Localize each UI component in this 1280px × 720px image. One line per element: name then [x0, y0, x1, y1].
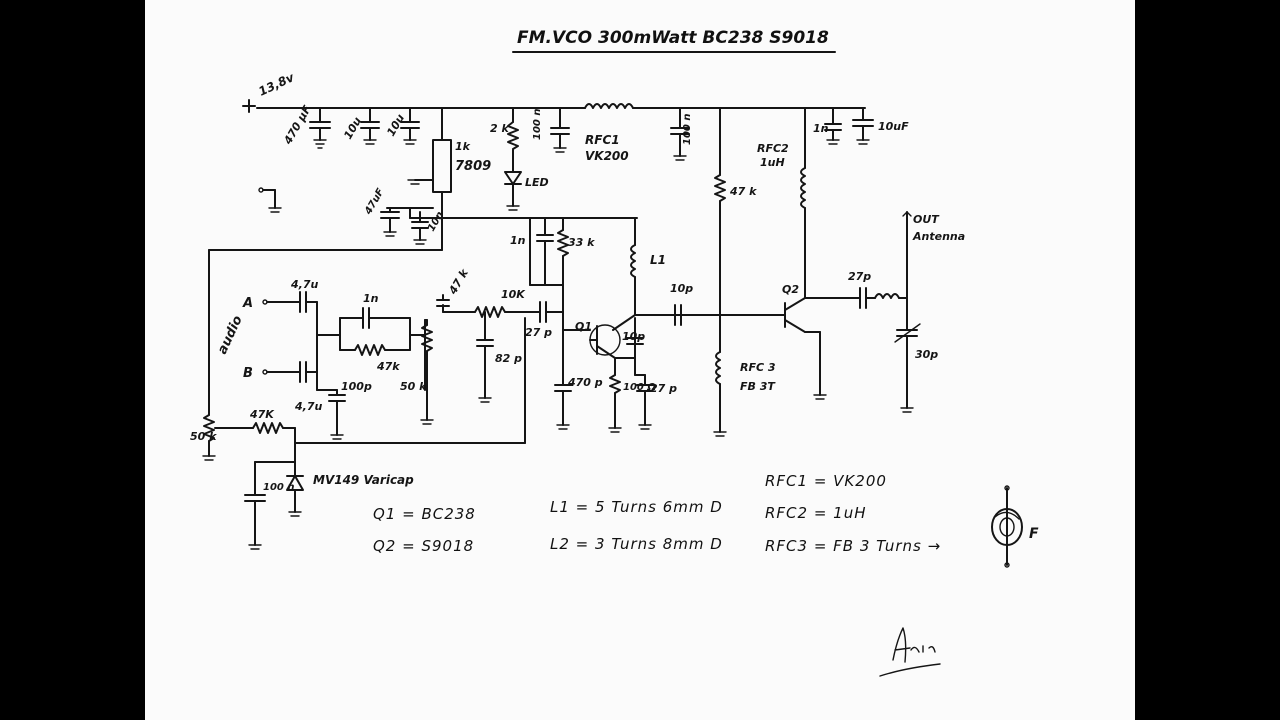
- audio-label: audio: [215, 313, 246, 356]
- cap-30p-label: 30p: [915, 348, 938, 361]
- cap-10u-b-label: 10u: [384, 112, 407, 139]
- r2k-label: 2 k: [490, 122, 509, 135]
- output-stage: [721, 211, 921, 413]
- input-a-label: A: [242, 296, 253, 311]
- r33k-label: 33 k: [568, 236, 595, 249]
- legend-q2: Q2 = S9018: [373, 537, 474, 555]
- varicap-section: [202, 317, 526, 550]
- cap-10uF-label: 10uF: [878, 120, 909, 133]
- rfc2-value-label: 1uH: [760, 156, 785, 169]
- rfc2-label: RFC2: [757, 142, 789, 155]
- ground-marker: [258, 187, 282, 213]
- out-label: OUT: [913, 213, 940, 226]
- reg-resistor-label: 1k: [455, 140, 471, 153]
- pot-50k-b-label: 50 k: [190, 430, 217, 443]
- regulator-7809: [407, 107, 452, 219]
- r47k-b-label: 47K: [249, 408, 275, 421]
- varicap-label: MV149 Varicap: [313, 473, 414, 487]
- legend-rfc3: RFC3 = FB 3 Turns →: [765, 537, 941, 555]
- cap-1n-in-label: 1n: [363, 292, 379, 305]
- input-b-label: B: [243, 366, 253, 381]
- ferrite-bead-icon: [991, 485, 1023, 568]
- rfc1-label: RFC1: [585, 133, 620, 147]
- schematic-drawing: FM.VCO 300mWatt BC238 S9018 13,8v 470 µF…: [190, 28, 1039, 677]
- cap-100n-a-label: 100 n: [532, 109, 543, 140]
- cap-10n-label: 10n: [426, 210, 446, 234]
- cap-27p-e-label: 27 p: [650, 382, 677, 395]
- cap-1n-top-label: 1n: [813, 122, 829, 135]
- r47k-in-label: 47k: [376, 360, 400, 373]
- cap-470p-label: 470 p: [567, 376, 603, 389]
- r47k-bias-label: 47 k: [729, 185, 757, 198]
- regulated-rail: [208, 207, 638, 411]
- pot-50k-label: 50 k: [400, 380, 427, 393]
- cap-10p-a-label: 10p: [670, 282, 693, 295]
- cap-4u7-a-label: 4,7u: [290, 278, 318, 291]
- r100-label: 100 Ω: [623, 382, 656, 393]
- cap-100n-a: [550, 107, 570, 153]
- signature: [879, 627, 941, 677]
- r47k-pot-label: 47 k: [446, 266, 471, 297]
- audio-input-section: [262, 291, 564, 440]
- cap-27p-b-label: 27 p: [525, 326, 552, 339]
- supply-decoupling-caps: [309, 107, 420, 149]
- supply-voltage-label: 13,8v: [256, 70, 297, 99]
- schematic-title: FM.VCO 300mWatt BC238 S9018: [517, 28, 829, 48]
- cap-100n-c-label: 100 n: [263, 482, 294, 493]
- cap-82p-label: 82 p: [495, 352, 522, 365]
- output-decoupling-caps: [824, 107, 874, 145]
- legend-l1: L1 = 5 Turns 6mm D: [550, 498, 723, 516]
- schematic-sheet: FM.VCO 300mWatt BC238 S9018 13,8v 470 µF…: [145, 0, 1135, 720]
- bias-resistor-column: [713, 107, 727, 437]
- led-label: LED: [525, 176, 549, 189]
- legend-rfc1: RFC1 = VK200: [765, 472, 887, 490]
- cap-1n-mid-label: 1n: [510, 234, 526, 247]
- oscillator-section: [529, 217, 723, 433]
- cap-100n-b-label: 100 n: [682, 114, 693, 145]
- l1-label: L1: [650, 253, 666, 267]
- cap-470u-label: 470 µF: [281, 103, 314, 148]
- cap-10p-b-label: 10p: [622, 330, 645, 343]
- coupling-cap-10p: [634, 304, 682, 326]
- rfc1-type-label: VK200: [585, 149, 629, 163]
- ferrite-label: F: [1029, 526, 1039, 542]
- legend-q1: Q1 = BC238: [373, 505, 476, 523]
- q2-label: Q2: [782, 283, 799, 296]
- antenna-label: Antenna: [912, 230, 965, 243]
- cap-27p-out-label: 27p: [848, 270, 871, 283]
- regulator-label: 7809: [455, 159, 491, 174]
- rfc2-column: [800, 107, 806, 286]
- supply-rail: [242, 99, 866, 113]
- cap-4u7-b-label: 4,7u: [294, 400, 322, 413]
- r10k-label: 10K: [501, 288, 526, 301]
- rfc3-label: RFC 3: [740, 361, 776, 374]
- legend-l2: L2 = 3 Turns 8mm D: [550, 535, 723, 553]
- cap-100p-label: 100p: [341, 380, 372, 393]
- cap-100n-b: [670, 107, 690, 161]
- led-branch: [504, 107, 522, 211]
- fb3t-label: FB 3T: [740, 380, 776, 393]
- q1-label: Q1: [575, 320, 592, 333]
- legend-rfc2: RFC2 = 1uH: [765, 504, 867, 522]
